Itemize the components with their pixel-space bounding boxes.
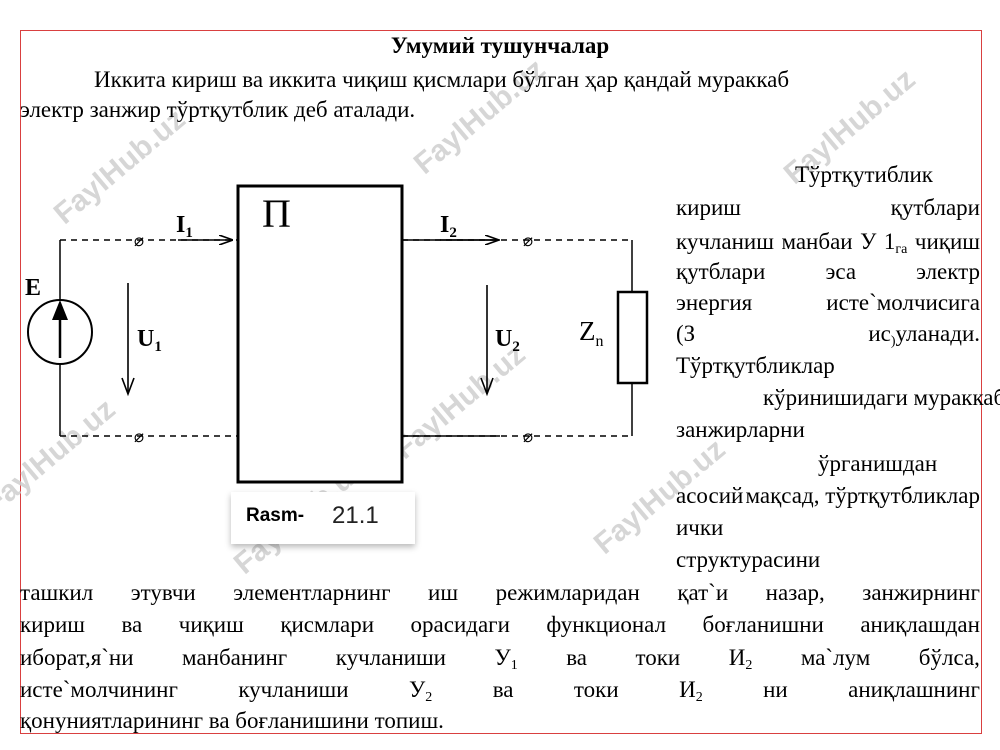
terminal-icon: ⌀ [134,427,144,446]
i1-sub: 1 [185,225,193,241]
right-line-10: ўрганишдан [818,451,938,476]
page-border [20,30,982,734]
right-line-9: занжирларни [676,417,805,442]
right-line-8: кўринишидаги мураккаб [763,385,1000,410]
caption-prefix: Rasm- [246,505,305,526]
right-line-1: Тўртқутиблик [795,162,933,187]
i2-label: I [440,212,449,238]
i2-sub: 2 [449,225,457,241]
page-title: Умумий тушунчалар [390,33,610,58]
terminal-icon: ⌀ [523,231,533,250]
svg-text:I1: I1 [176,212,193,241]
load-sub: n [596,333,604,350]
right-line-13: структурасини [676,547,821,572]
box-label: П [262,191,291,236]
bottom-line-5: қонуниятларининг ва боғланишини топиш. [20,708,444,733]
svg-text:Zn: Zn [579,316,604,350]
u1-sub: 1 [154,339,162,355]
load-resistor [616,290,649,385]
right-line-12: ички [676,515,724,540]
caption-number: 21.1 [332,502,379,529]
intro-line-1: Иккита кириш ва иккита чиқиш қисмлари бў… [94,67,790,92]
right-line-7: Тўртқутбликлар [676,353,835,378]
u2-label: U [495,326,512,352]
svg-text:U2: U2 [495,326,520,355]
u2-sub: 2 [512,339,520,355]
svg-text:U1: U1 [137,326,162,355]
svg-text:I2: I2 [440,212,457,241]
terminal-icon: ⌀ [523,427,533,446]
figure-caption: Rasm- 21.1 [231,492,415,544]
intro-line-2: электр занжир тўртқутблик деб аталади. [20,97,416,122]
u1-label: U [137,326,154,352]
i1-label: I [176,212,185,238]
source-label: E [25,275,41,301]
source-arrow-head [52,300,68,320]
two-port-box [236,184,404,484]
terminal-icon: ⌀ [134,231,144,250]
load-label: Z [579,316,596,346]
